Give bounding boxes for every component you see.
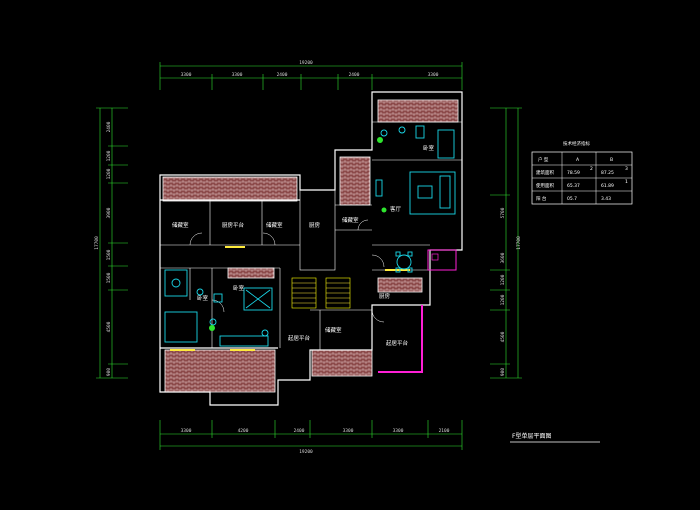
right-dim-1: 5700 [500, 207, 506, 218]
room-label-c: 储藏室 [266, 221, 283, 229]
right-dim-5: 4500 [500, 331, 506, 342]
top-dim-4: 2400 [349, 72, 360, 78]
room-label-f: 客厅 [390, 205, 402, 213]
stairs [291, 277, 351, 309]
top-dim-2: 3300 [232, 72, 243, 78]
top-dim-5: 3300 [428, 72, 439, 78]
table-header-b: B [610, 157, 613, 163]
table-header-a: A [576, 157, 580, 163]
room-label-a: 储藏室 [172, 221, 189, 229]
drawing-caption: F型单层平面图 [510, 432, 600, 443]
table-row-1-a: 78.59 [567, 170, 580, 176]
top-total-dim: 19200 [299, 60, 313, 66]
table-mark-3: 1 [625, 179, 628, 185]
table-mark-1: 2 [590, 166, 593, 172]
walls [159, 91, 463, 406]
room-label-k: 储藏室 [325, 326, 342, 334]
table-row-2-label: 使用面积 [536, 182, 554, 189]
room-label-h: 卧室 [197, 294, 209, 302]
left-dim-7: 4500 [106, 321, 112, 332]
top-dimensions: 19200 3300 3300 2400 2400 3300 [159, 60, 463, 90]
caption-text: F型单层平面图 [512, 432, 551, 440]
room-label-e: 储藏室 [342, 216, 359, 224]
left-dim-2: 1200 [106, 150, 112, 161]
left-dim-3: 1200 [106, 168, 112, 179]
table-header-type: 户 型 [538, 156, 549, 163]
table-row-3-b: 3.43 [601, 196, 611, 202]
fixtures [164, 125, 457, 347]
left-dim-8: 900 [106, 368, 112, 376]
bottom-dim-6: 2100 [439, 428, 450, 434]
top-dim-3: 2400 [277, 72, 288, 78]
bottom-dimensions: 3300 4200 2400 3300 3300 2100 19200 [159, 420, 463, 455]
top-dim-1: 3300 [181, 72, 192, 78]
bottom-dim-1: 3300 [181, 428, 192, 434]
room-label-i: 卧室 [233, 284, 245, 292]
room-label-j: 起居平台 [288, 334, 311, 342]
left-dim-1: 2400 [106, 121, 112, 132]
right-total-dim: 17700 [516, 236, 522, 250]
room-label-b: 厨房平台 [222, 221, 245, 229]
right-dim-6: 900 [500, 368, 506, 376]
bottom-dim-3: 2400 [294, 428, 305, 434]
left-dim-5: 1500 [106, 249, 112, 260]
table-title: 技术经济指标 [563, 140, 590, 147]
left-dim-4: 3900 [106, 207, 112, 218]
room-label-l: 起居平台 [386, 339, 409, 347]
indicator-table: 技术经济指标 户 型 A B 建筑面积 78.59 87.25 使用面积 65.… [531, 140, 633, 205]
highlight-wall [378, 305, 423, 373]
bottom-dim-5: 3300 [393, 428, 404, 434]
table-mark-2: 3 [625, 166, 628, 172]
bottom-total-dim: 19200 [299, 449, 313, 455]
table-row-2-b: 61.89 [601, 183, 614, 189]
right-dimensions: 5700 3600 1200 1200 4500 900 17700 [490, 107, 522, 379]
right-dim-4: 1200 [500, 294, 506, 305]
table-row-2-a: 65.37 [567, 183, 580, 189]
room-labels: 储藏室 厨房平台 储藏室 厨房 储藏室 客厅 卧室 卧室 卧室 起居平台 储藏室… [172, 144, 435, 347]
table-row-3-label: 阳 台 [536, 195, 547, 202]
window-marks [170, 246, 410, 351]
right-dim-3: 1200 [500, 274, 506, 285]
balcony-hatches [162, 99, 459, 393]
bottom-dim-2: 4200 [238, 428, 249, 434]
left-dim-6: 1500 [106, 272, 112, 283]
table-row-1-b: 87.25 [601, 170, 614, 176]
room-label-g: 卧室 [423, 144, 435, 152]
right-dim-2: 3600 [500, 252, 506, 263]
table-row-3-a: 05.7 [567, 196, 577, 202]
left-total-dim: 17700 [94, 236, 100, 250]
bottom-dim-4: 3300 [343, 428, 354, 434]
room-label-d: 厨房 [309, 221, 321, 229]
left-dimensions: 2400 1200 1200 3900 1500 1500 4500 900 1… [94, 107, 128, 379]
table-row-1-label: 建筑面积 [536, 169, 554, 176]
room-label-m: 厨房 [379, 292, 391, 300]
